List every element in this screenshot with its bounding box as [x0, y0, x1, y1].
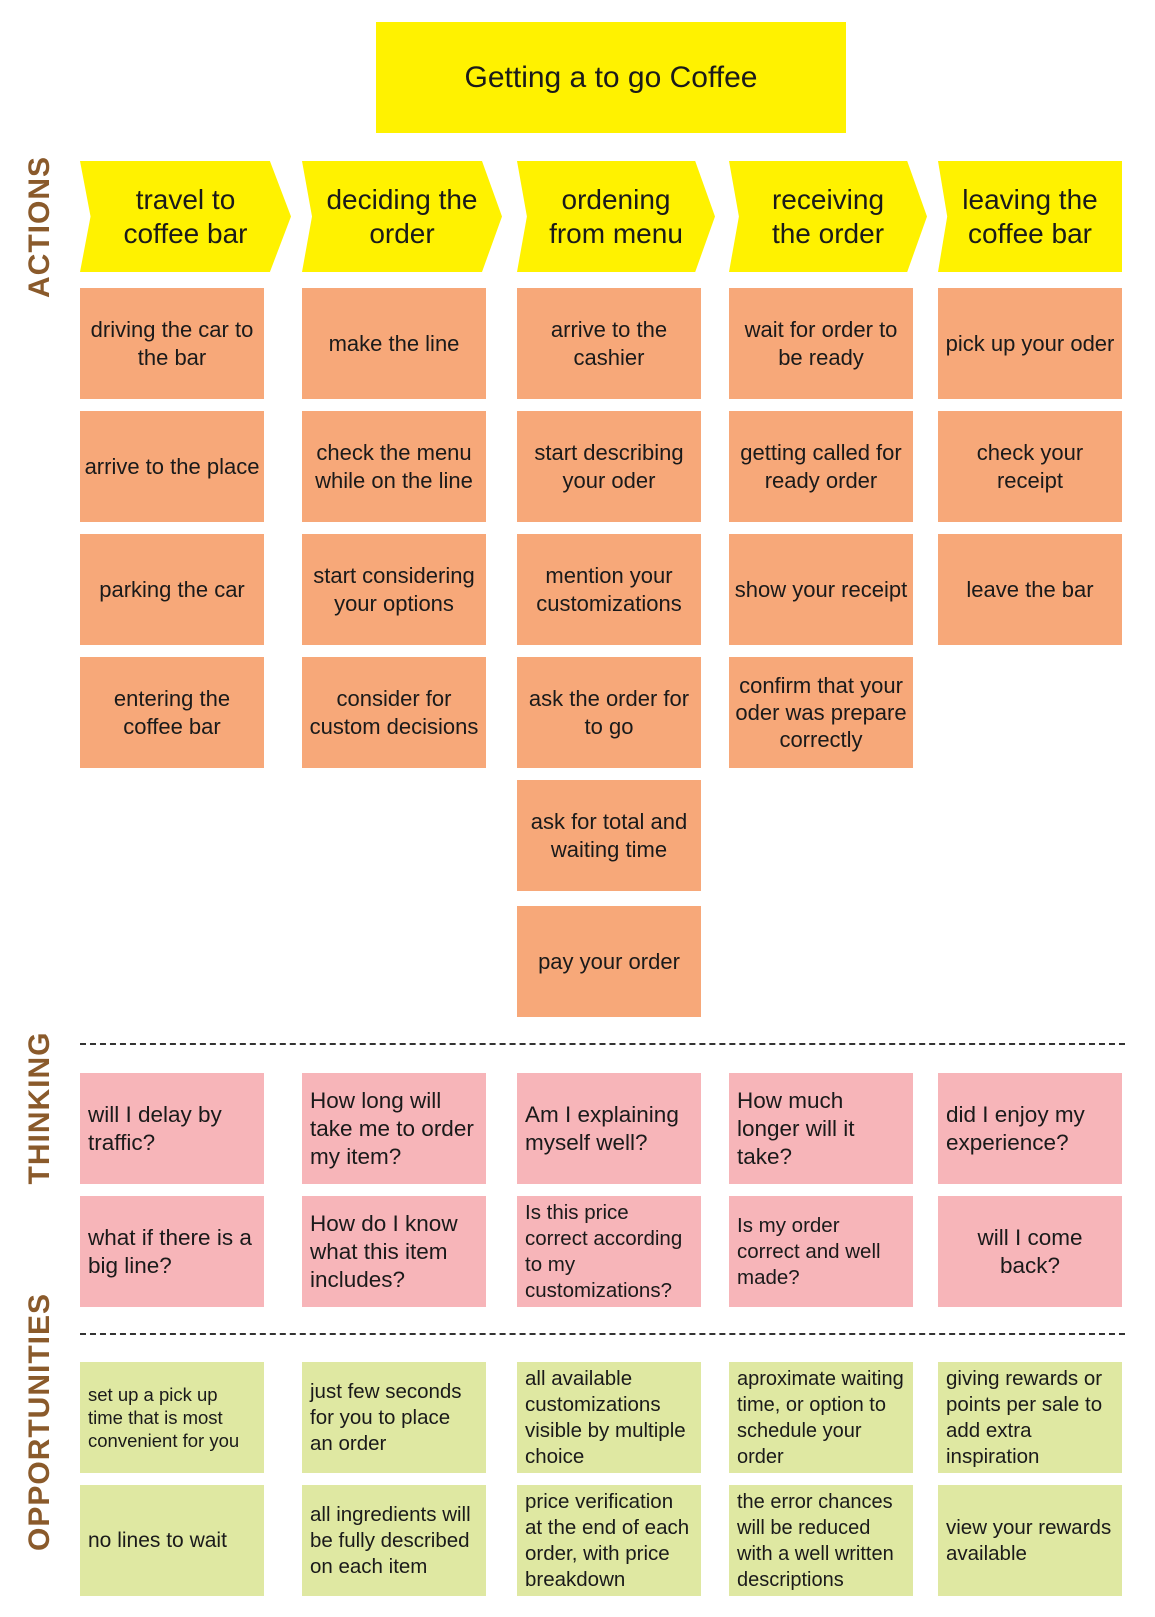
- stage-arrow-deciding: deciding the order: [302, 161, 502, 272]
- stage-arrow-receiving: receiving the order: [729, 161, 927, 272]
- thinking-note: Am I explaining myself well?: [517, 1073, 701, 1184]
- action-note: driving the car to the bar: [80, 288, 264, 399]
- opportunity-note: price verification at the end of each or…: [517, 1485, 701, 1596]
- action-note: wait for order to be ready: [729, 288, 913, 399]
- action-note: pay your order: [517, 906, 701, 1017]
- action-note: start considering your options: [302, 534, 486, 645]
- thinking-note: what if there is a big line?: [80, 1196, 264, 1307]
- action-note: check the menu while on the line: [302, 411, 486, 522]
- action-note: getting called for ready order: [729, 411, 913, 522]
- stage-label: leaving the coffee bar: [962, 183, 1098, 249]
- action-note: pick up your oder: [938, 288, 1122, 399]
- thinking-note: How long will take me to order my item?: [302, 1073, 486, 1184]
- stage-label: ordening from menu: [549, 183, 683, 249]
- opportunity-note: just few seconds for you to place an ord…: [302, 1362, 486, 1473]
- thinking-note: Is this price correct according to my cu…: [517, 1196, 701, 1307]
- thinking-note: will I come back?: [938, 1196, 1122, 1307]
- opportunity-note: aproximate waiting time, or option to sc…: [729, 1362, 913, 1473]
- opportunity-note: giving rewards or points per sale to add…: [938, 1362, 1122, 1473]
- action-note: arrive to the cashier: [517, 288, 701, 399]
- opportunity-note: all ingredients will be fully described …: [302, 1485, 486, 1596]
- thinking-note: How much longer will it take?: [729, 1073, 913, 1184]
- action-note: start describing your oder: [517, 411, 701, 522]
- opportunity-note: view your rewards available: [938, 1485, 1122, 1596]
- action-note: parking the car: [80, 534, 264, 645]
- journey-title: Getting a to go Coffee: [376, 22, 846, 133]
- thinking-note: How do I know what this item includes?: [302, 1196, 486, 1307]
- action-note: check your receipt: [938, 411, 1122, 522]
- stage-arrow-leaving: leaving the coffee bar: [938, 161, 1122, 272]
- thinking-note: Is my order correct and well made?: [729, 1196, 913, 1307]
- stage-arrow-ordering: ordening from menu: [517, 161, 715, 272]
- action-note: leave the bar: [938, 534, 1122, 645]
- action-note: arrive to the place: [80, 411, 264, 522]
- section-label-actions: ACTIONS: [23, 156, 56, 298]
- opportunity-note: no lines to wait: [80, 1485, 264, 1596]
- action-note: make the line: [302, 288, 486, 399]
- opportunity-note: all available customizations visible by …: [517, 1362, 701, 1473]
- action-note: ask for total and waiting time: [517, 780, 701, 891]
- action-note: show your receipt: [729, 534, 913, 645]
- action-note: confirm that your oder was prepare corre…: [729, 657, 913, 768]
- thinking-note: did I enjoy my experience?: [938, 1073, 1122, 1184]
- stage-label: travel to coffee bar: [123, 183, 248, 249]
- section-divider: [80, 1333, 1125, 1335]
- section-divider: [80, 1043, 1125, 1045]
- action-note: ask the order for to go: [517, 657, 701, 768]
- stage-label: deciding the order: [326, 183, 478, 249]
- section-label-thinking: THINKING: [23, 1031, 56, 1185]
- stage-label: receiving the order: [771, 183, 885, 249]
- action-note: mention your customizations: [517, 534, 701, 645]
- stage-arrow-travel: travel to coffee bar: [80, 161, 291, 272]
- thinking-note: will I delay by traffic?: [80, 1073, 264, 1184]
- section-label-opportunities: OPPORTUNITIES: [23, 1292, 56, 1551]
- opportunity-note: the error chances will be reduced with a…: [729, 1485, 913, 1596]
- opportunity-note: set up a pick up time that is most conve…: [80, 1362, 264, 1473]
- action-note: entering the coffee bar: [80, 657, 264, 768]
- action-note: consider for custom decisions: [302, 657, 486, 768]
